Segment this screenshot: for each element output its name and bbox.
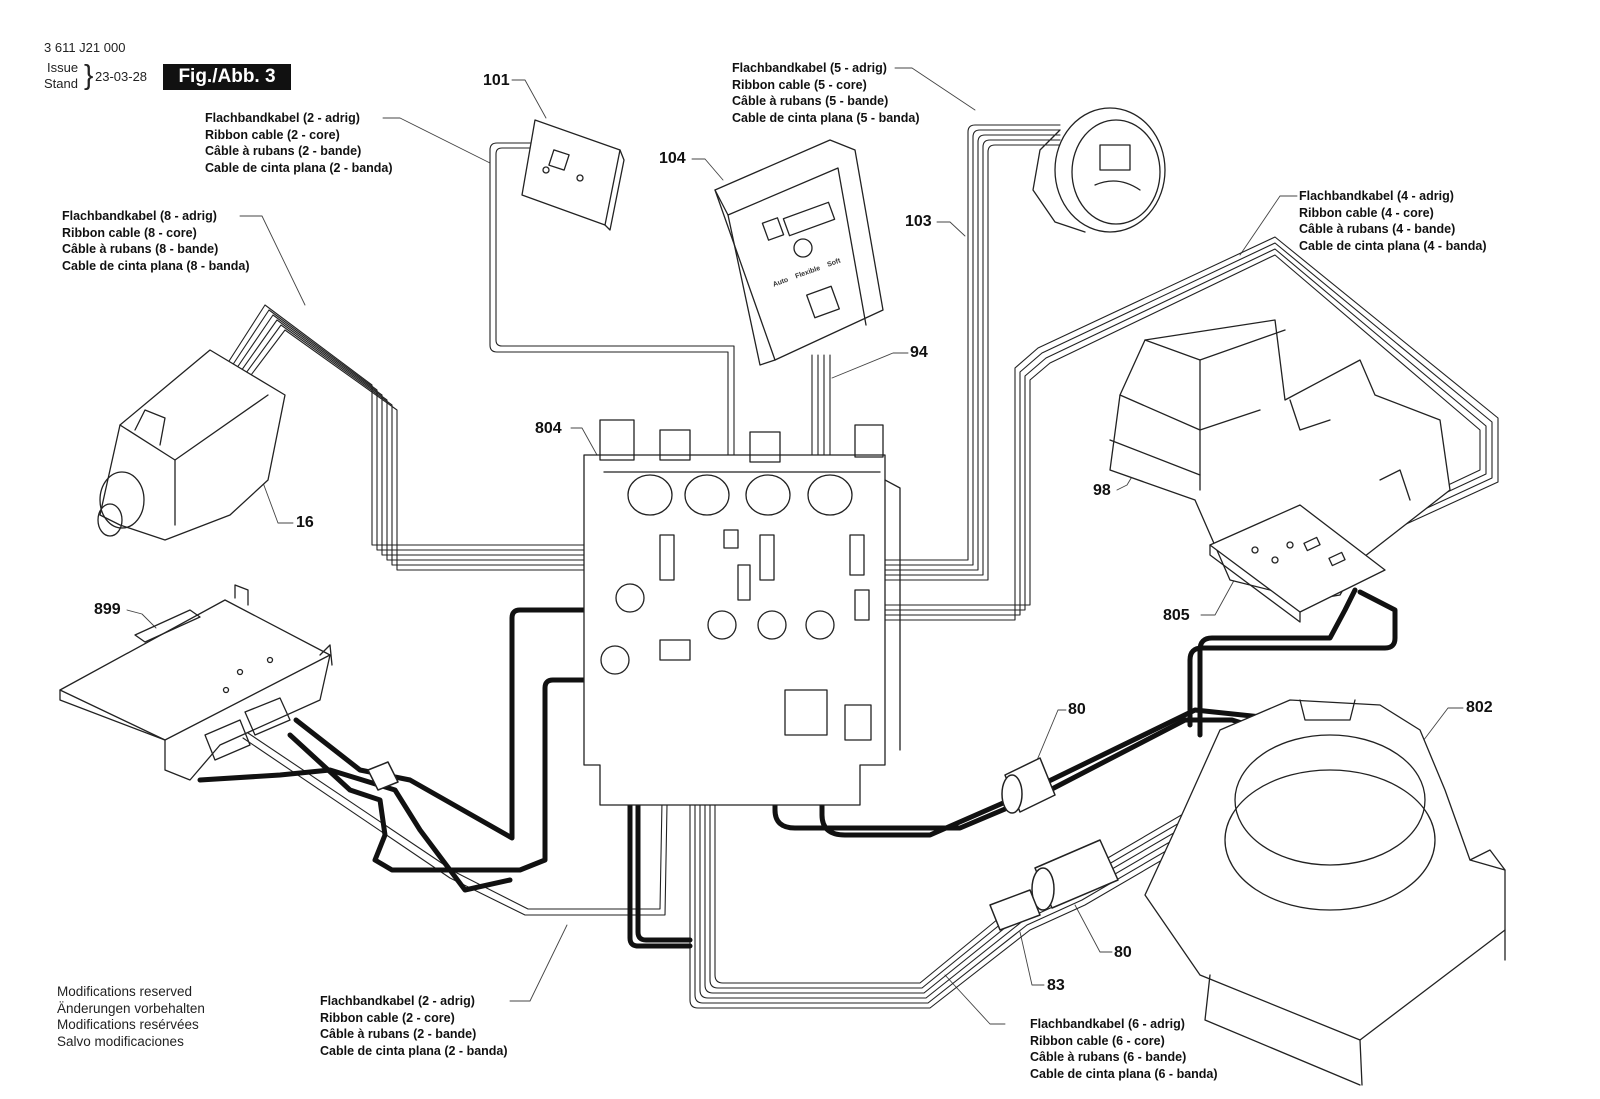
caption-cable-5core: Flachbandkabel (5 - adrig) Ribbon cable …: [732, 60, 920, 126]
figure-label: Fig./Abb. 3: [163, 64, 291, 90]
caption-line: Flachbandkabel (6 - adrig): [1030, 1017, 1185, 1031]
part-number-94: 94: [910, 344, 928, 361]
caption-line: Câble à rubans (4 - bande): [1299, 222, 1456, 236]
caption-line: Flachbandkabel (2 - adrig): [205, 111, 360, 125]
caption-line: Ribbon cable (4 - core): [1299, 205, 1434, 220]
modifications-line: Salvo modificaciones: [57, 1033, 184, 1049]
part-number-103: 103: [905, 213, 932, 230]
part-number-80-top: 80: [1068, 701, 1086, 718]
stand-label: Stand: [44, 76, 78, 91]
caption-cable-2core-bottom: Flachbandkabel (2 - adrig) Ribbon cable …: [320, 993, 508, 1059]
caption-cable-4core: Flachbandkabel (4 - adrig) Ribbon cable …: [1299, 188, 1487, 254]
ribbon-cable-8core: [221, 304, 681, 571]
part-number-804: 804: [535, 420, 562, 437]
part-104-control-panel: [714, 139, 884, 366]
caption-line: Ribbon cable (2 - core): [320, 1010, 455, 1025]
part-98-holder: [1109, 319, 1451, 601]
part-number-101: 101: [483, 72, 510, 89]
part-number-98: 98: [1093, 482, 1111, 499]
ferrite-sleeves: [367, 757, 1119, 931]
caption-line: Ribbon cable (5 - core): [732, 77, 867, 92]
part-16-pressure-switch: [97, 349, 286, 541]
caption-line: Ribbon cable (2 - core): [205, 127, 340, 142]
ribbon-cable-5core: [879, 124, 1061, 581]
caption-line: Cable de cinta plana (5 - banda): [732, 110, 920, 125]
caption-cable-8core: Flachbandkabel (8 - adrig) Ribbon cable …: [62, 208, 250, 274]
caption-line: Câble à rubans (5 - bande): [732, 94, 889, 108]
caption-line: Flachbandkabel (5 - adrig): [732, 61, 887, 75]
caption-line: Flachbandkabel (4 - adrig): [1299, 189, 1454, 203]
leader-lines: [126, 67, 1464, 1025]
part-number-16: 16: [296, 514, 314, 531]
caption-line: Ribbon cable (6 - core): [1030, 1033, 1165, 1048]
thick-cables: [197, 587, 1398, 949]
brace-symbol: }: [84, 59, 94, 90]
part-number-899: 899: [94, 601, 121, 618]
caption-cable-6core: Flachbandkabel (6 - adrig) Ribbon cable …: [1030, 1016, 1218, 1082]
caption-cable-2core-top: Flachbandkabel (2 - adrig) Ribbon cable …: [205, 110, 393, 176]
modifications-line: Modifications resérvées: [57, 1017, 199, 1032]
caption-line: Cable de cinta plana (8 - banda): [62, 258, 250, 273]
part-805-pcb: [1209, 504, 1386, 623]
part-899-bracket: [59, 584, 333, 781]
issue-date: 23-03-28: [95, 69, 148, 84]
caption-line: Ribbon cable (8 - core): [62, 225, 197, 240]
part-number-83: 83: [1047, 977, 1065, 994]
modifications-line: Änderungen vorbehalten: [57, 1000, 205, 1016]
ribbon-cable-4core: [879, 236, 1499, 621]
part-103-knob: [1032, 107, 1166, 233]
modifications-notice: Modifications reserved Änderungen vorbeh…: [57, 984, 205, 1050]
part-101-switch-board: [521, 119, 625, 231]
caption-line: Câble à rubans (6 - bande): [1030, 1050, 1187, 1064]
caption-line: Flachbandkabel (2 - adrig): [320, 994, 475, 1008]
caption-line: Câble à rubans (2 - bande): [205, 144, 362, 158]
issue-label: Issue: [47, 60, 79, 75]
modifications-line: Modifications reserved: [57, 984, 193, 999]
ribbon-cable-6core: [689, 584, 1266, 1009]
caption-line: Câble à rubans (8 - bande): [62, 242, 219, 256]
part-number-802: 802: [1466, 699, 1493, 716]
part-804-main-module: [583, 419, 901, 806]
caption-line: Câble à rubans (2 - bande): [320, 1027, 477, 1041]
part-number-80-bottom: 80: [1114, 944, 1132, 961]
caption-line: Cable de cinta plana (2 - banda): [205, 160, 393, 175]
caption-line: Flachbandkabel (8 - adrig): [62, 209, 217, 223]
part-number-104: 104: [659, 150, 686, 167]
document-number: 3 611 J21 000: [44, 40, 126, 55]
caption-line: Cable de cinta plana (4 - banda): [1299, 238, 1487, 253]
part-number-805: 805: [1163, 607, 1190, 624]
caption-line: Cable de cinta plana (2 - banda): [320, 1043, 508, 1058]
caption-line: Cable de cinta plana (6 - banda): [1030, 1066, 1218, 1081]
part-802-motor-housing: [1144, 699, 1506, 1086]
ribbon-cable-2core-top: [489, 142, 735, 549]
